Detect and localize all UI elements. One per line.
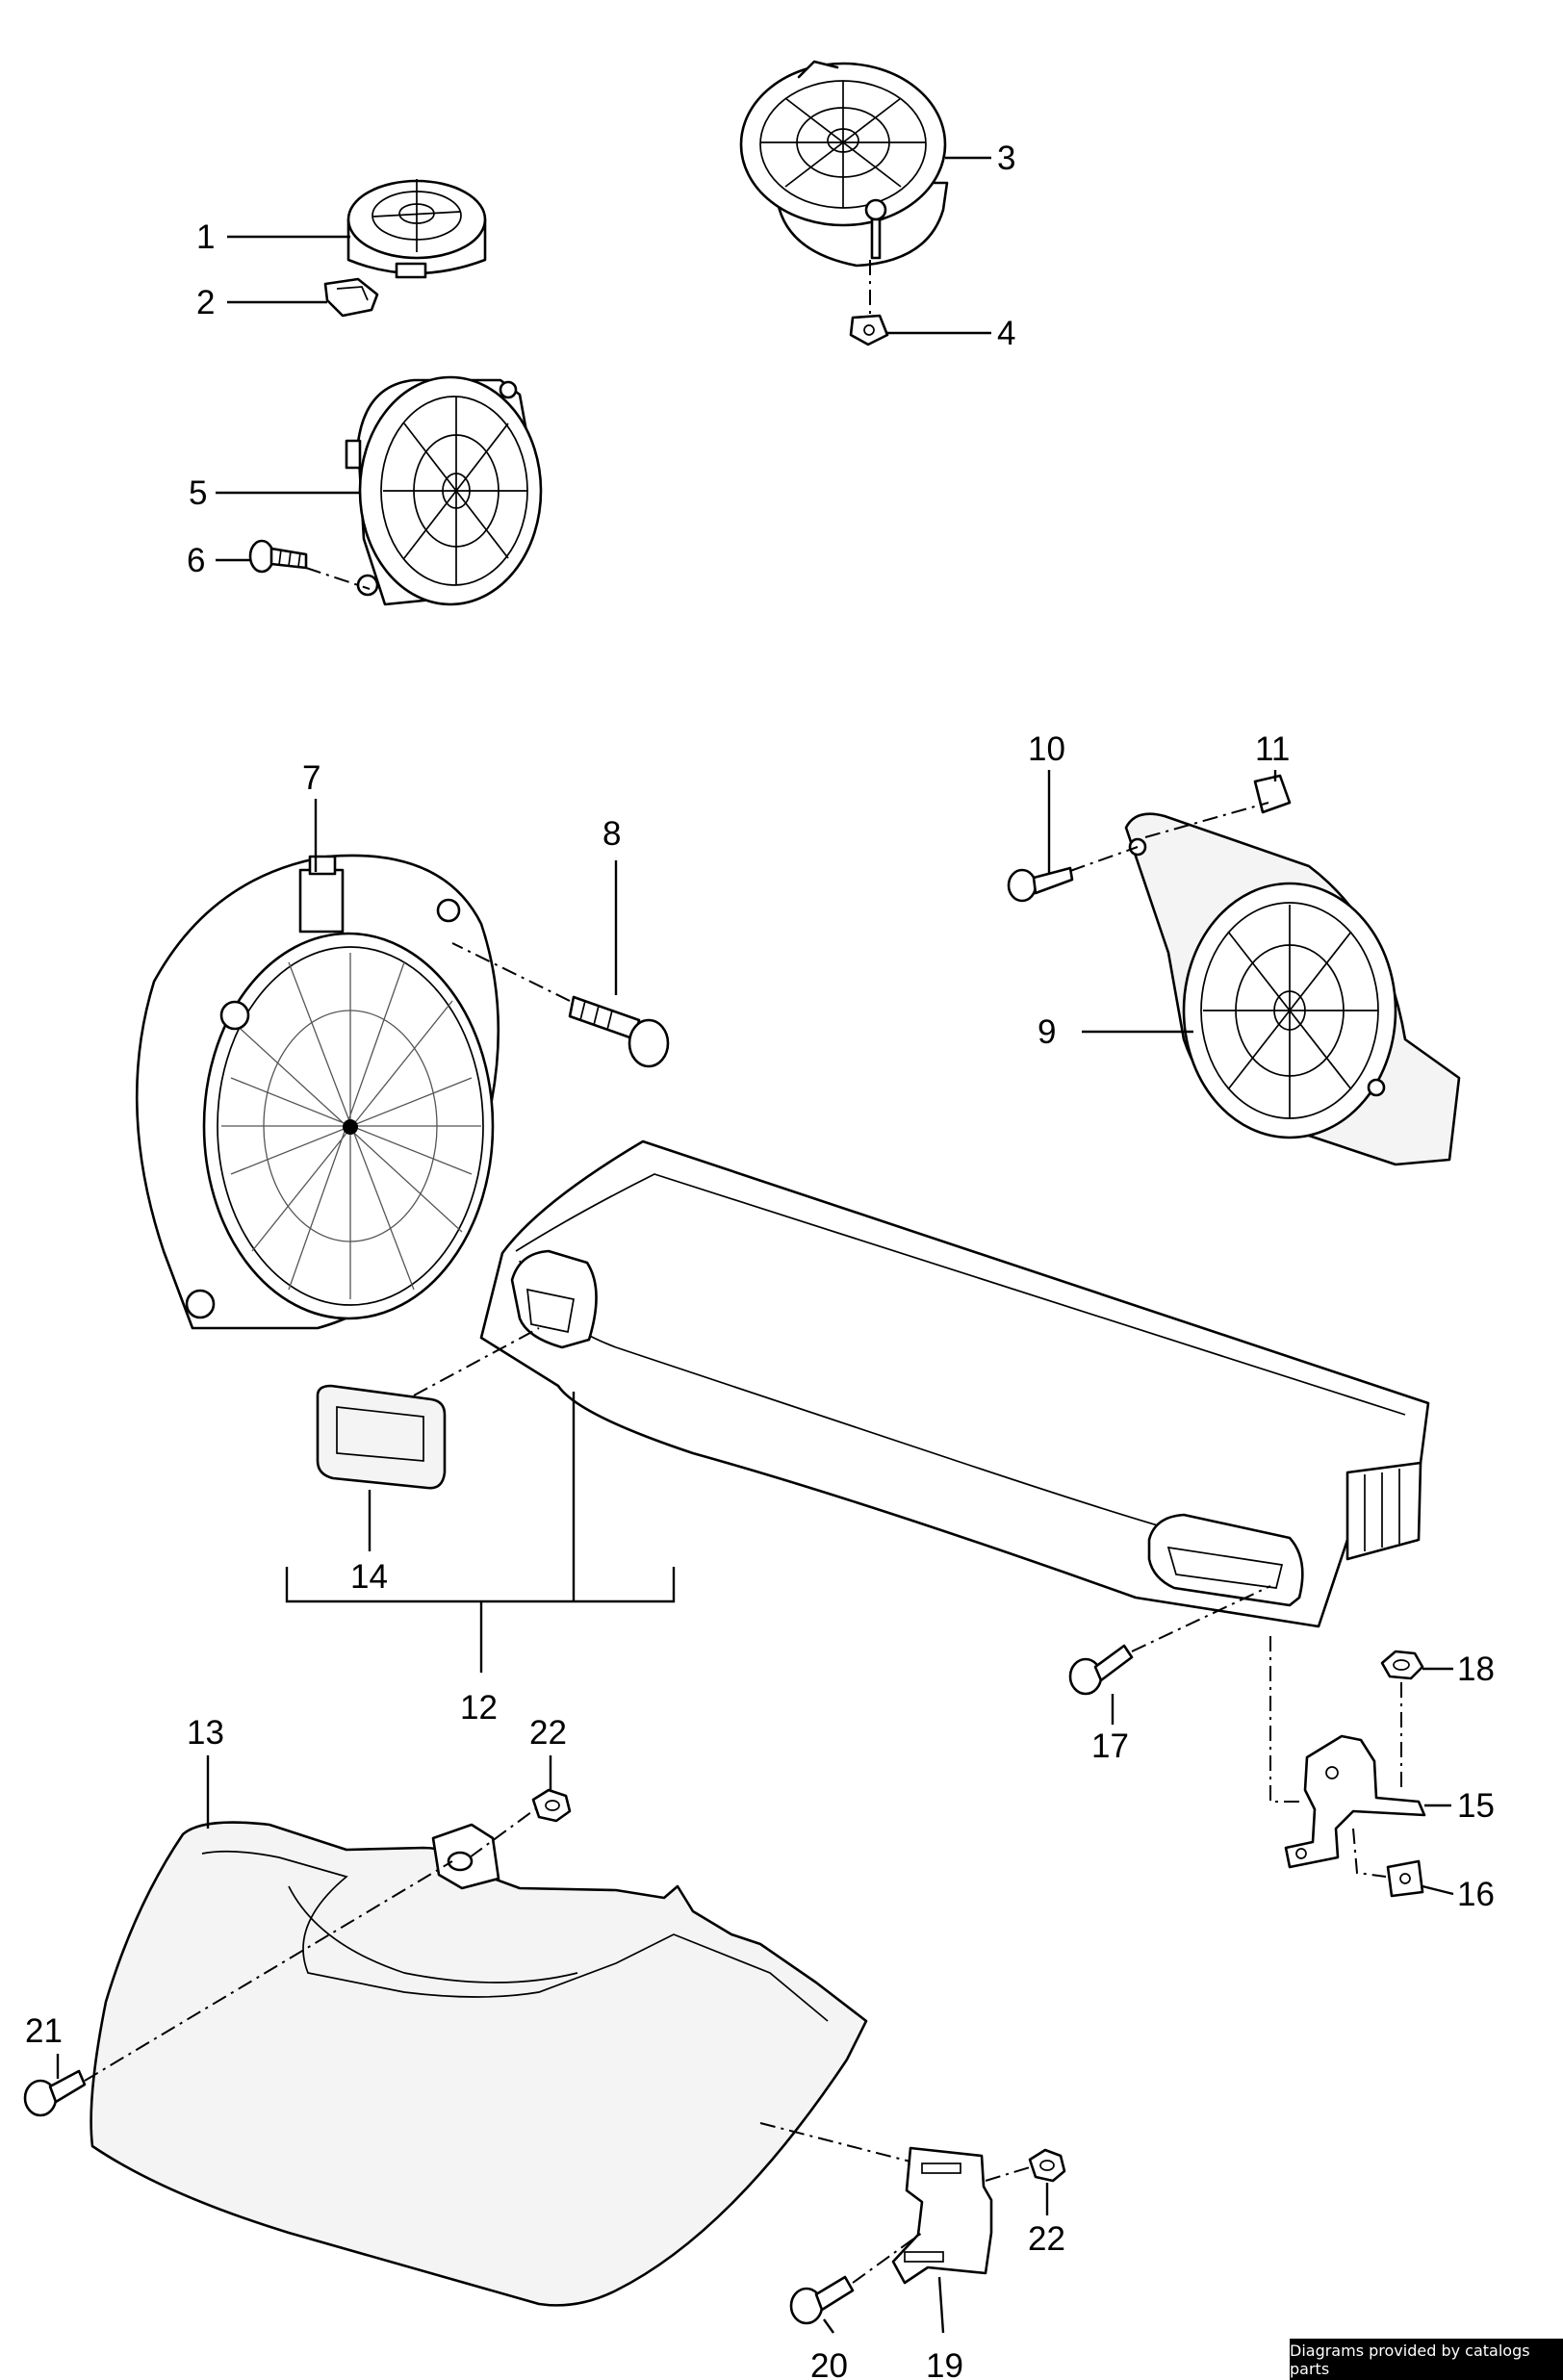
callout-7: 7 [302, 759, 320, 797]
part-3-speaker [739, 60, 949, 268]
callout-8: 8 [602, 815, 621, 853]
callout-17: 17 [1091, 1727, 1129, 1765]
callout-11: 11 [1255, 730, 1290, 768]
part-19-bracket [891, 2146, 993, 2285]
part-13-trim-panel [90, 1821, 868, 2307]
part-21-bolt [23, 2069, 87, 2117]
part-9-speaker [1124, 812, 1461, 1166]
part-7-woofer [135, 854, 500, 1330]
callout-3: 3 [997, 140, 1015, 177]
part-22-nut-lower [1028, 2148, 1066, 2183]
callout-13: 13 [187, 1714, 224, 1752]
part-8-bolt [568, 995, 670, 1068]
credit-label: Diagrams provided by catalogs parts [1290, 2339, 1563, 2380]
part-22-nut-upper [531, 1788, 572, 1823]
callout-9: 9 [1038, 1013, 1056, 1051]
callouts: 1 2 3 4 5 6 7 8 9 10 11 12 13 14 15 16 1… [25, 140, 1495, 2380]
callout-20: 20 [810, 2347, 848, 2380]
callout-10: 10 [1028, 730, 1065, 768]
part-2-clip [323, 277, 379, 318]
callout-2: 2 [196, 284, 215, 321]
part-4-nut [849, 314, 889, 346]
callout-16: 16 [1457, 1876, 1495, 1913]
callout-14: 14 [350, 1558, 388, 1596]
callout-6: 6 [187, 542, 205, 579]
callout-4: 4 [997, 315, 1015, 352]
assembly-lines [84, 260, 1402, 2284]
callout-5: 5 [189, 474, 207, 512]
leader-lines [56, 156, 1454, 2334]
part-1-tweeter [346, 179, 487, 279]
callout-12: 12 [460, 1689, 498, 1727]
part-11-nut [1253, 774, 1292, 814]
part-5-speaker [345, 375, 543, 606]
callout-22-upper: 22 [529, 1714, 567, 1752]
callout-19: 19 [926, 2347, 963, 2380]
part-10-screw [1007, 866, 1074, 903]
part-15-bracket [1284, 1734, 1426, 1869]
callout-21: 21 [25, 2012, 63, 2050]
part-20-bolt [789, 2275, 855, 2325]
part-6-screw [248, 539, 308, 574]
callout-15: 15 [1457, 1787, 1495, 1825]
part-18-nut [1380, 1650, 1424, 1680]
part-17-screw [1068, 1644, 1134, 1696]
part-14-grille [316, 1384, 447, 1490]
part-16-clip [1386, 1859, 1424, 1898]
callout-22-lower: 22 [1028, 2220, 1065, 2258]
callout-1: 1 [196, 218, 215, 256]
part-12-shelf [479, 1139, 1430, 1628]
callout-18: 18 [1457, 1651, 1495, 1688]
